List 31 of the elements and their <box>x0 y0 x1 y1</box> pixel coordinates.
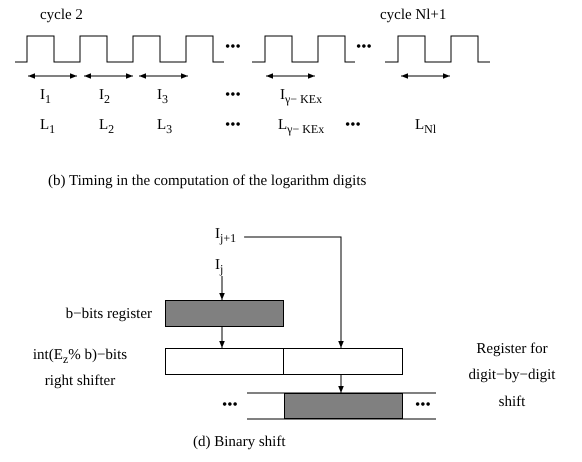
figure-caption: (d) Binary shift <box>193 433 286 451</box>
signal-label: I$_{j}$ <box>215 256 224 274</box>
register-label: b−bits register <box>66 305 152 323</box>
signal-label: I$_{j+1}$ <box>215 225 236 243</box>
ellipsis-dots: ••• <box>415 396 431 414</box>
signal-label: I$_{1}$ <box>40 86 51 104</box>
register-label: int(E$_{z}$% b)−bits right shifter <box>32 346 128 392</box>
ellipsis-dots: ••• <box>225 86 241 104</box>
ellipsis-dots: ••• <box>356 38 372 56</box>
cycle-label: cycle 2 <box>40 6 83 24</box>
ellipsis-dots: ••• <box>345 116 361 134</box>
register-box <box>284 393 403 419</box>
figure-caption: (b) Timing in the computation of the logarithm digits <box>48 172 366 190</box>
signal-label: L$_{1}$ <box>40 116 56 134</box>
shifter-half <box>284 348 403 375</box>
register-label: Register for digit−by−digit shift <box>468 340 556 412</box>
ellipsis-dots: ••• <box>222 396 238 414</box>
signal-label: I$_{3}$ <box>157 86 168 104</box>
signal-label: L$_{2}$ <box>99 116 114 134</box>
ellipsis-dots: ••• <box>225 116 241 134</box>
cycle-label: cycle Nl+1 <box>380 6 446 24</box>
shifter-half <box>165 348 284 375</box>
ellipsis-dots: ••• <box>225 38 241 56</box>
arrow <box>244 236 344 348</box>
arrow <box>219 326 225 348</box>
arrow <box>219 276 225 300</box>
arrow <box>338 374 344 394</box>
register-box <box>165 300 284 327</box>
signal-label: I$_{2}$ <box>99 86 110 104</box>
signal-label: L$_{Nl}$ <box>415 116 436 134</box>
signal-label: L$_{3}$ <box>157 116 172 134</box>
